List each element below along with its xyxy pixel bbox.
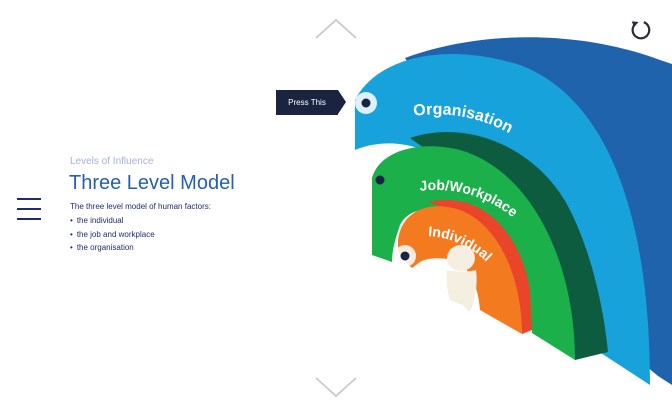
individual-hotspot-marker[interactable] [394, 245, 416, 267]
organisation-hotspot-marker[interactable] [355, 92, 377, 114]
person-icon [447, 245, 477, 312]
job-workplace-hotspot-marker[interactable] [376, 176, 385, 185]
press-this-callout[interactable]: Press This [276, 90, 338, 115]
